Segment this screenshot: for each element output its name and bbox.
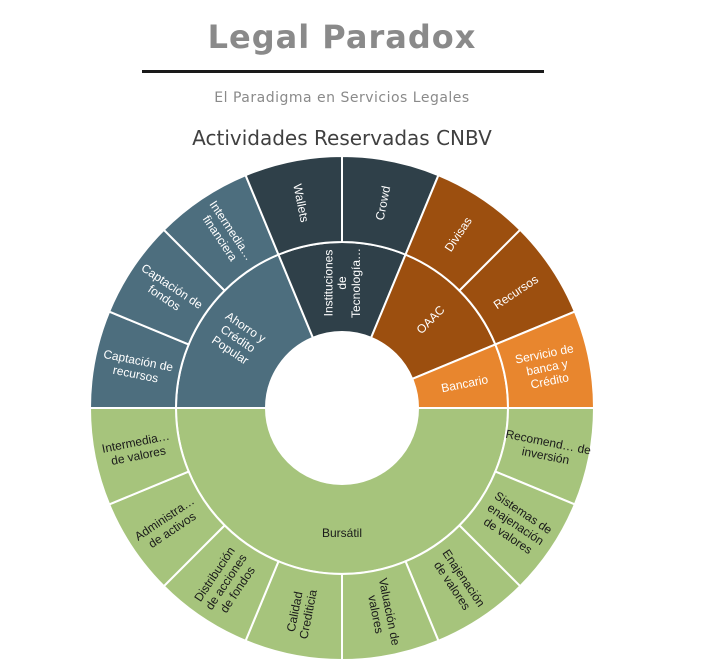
leaf-label-crowd: Crowd <box>373 185 393 222</box>
chart-title: Actividades Reservadas CNBV <box>192 126 492 150</box>
brand-title: Legal Paradox <box>207 18 477 56</box>
leaf-segment-servicio-de-banca-y-credito <box>494 310 596 409</box>
group-label-instituciones-de-tecnologia: InstitucionesdeTecnología… <box>321 248 363 318</box>
brand-divider <box>142 70 544 73</box>
brand-subtitle: El Paradigma en Servicios Legales <box>214 90 470 106</box>
group-label-ahorro-y-credito-popular: Ahorro yCréditoPopular <box>208 309 269 369</box>
leaf-label-sistemas-de-enajenacion-de-valores: Sistemas deenajenaciónde valores <box>477 489 555 560</box>
group-label-bursatil: Bursátil <box>322 526 362 540</box>
